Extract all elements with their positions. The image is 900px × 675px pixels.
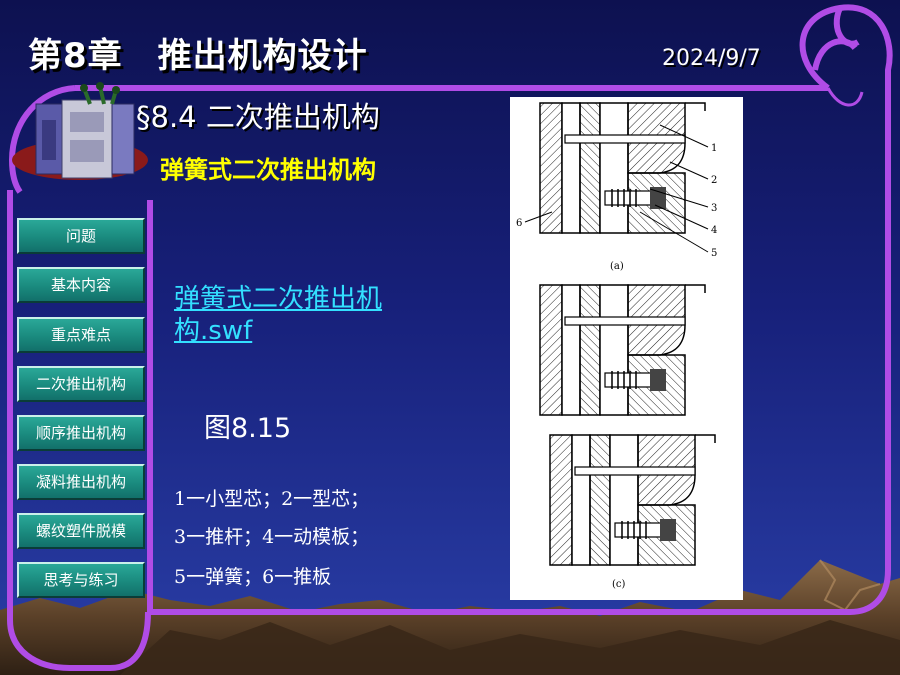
- part-number-5: 5: [711, 248, 717, 259]
- part-number-1: 1: [711, 143, 717, 154]
- mechanism-figure: 1 2 3 4 5 6 (a) (c): [510, 97, 743, 600]
- mechanism-drawing: 1 2 3 4 5 6 (a) (c): [516, 102, 717, 590]
- part-number-4: 4: [711, 225, 717, 236]
- nav-button-thread-demolding[interactable]: 螺纹塑件脱模: [17, 513, 145, 549]
- panel-label-c: (c): [612, 579, 626, 590]
- nav-button-secondary-ejection[interactable]: 二次推出机构: [17, 366, 145, 402]
- legend-line-3: 5一弹簧；6一推板: [174, 566, 332, 588]
- subsection-title: 弹簧式二次推出机构: [160, 156, 376, 184]
- panel-label-a: (a): [610, 261, 624, 272]
- mold-illustration: [12, 82, 148, 180]
- nav-button-sequential-ejection[interactable]: 顺序推出机构: [17, 415, 145, 451]
- nav-button-key-points[interactable]: 重点难点: [17, 317, 145, 353]
- section-title: §8.4 二次推出机构: [136, 100, 380, 134]
- nav-button-questions[interactable]: 问题: [17, 218, 145, 254]
- legend-line-1: 1一小型芯；2一型芯；: [174, 488, 370, 510]
- part-number-2: 2: [711, 175, 717, 186]
- nav-button-basic-content[interactable]: 基本内容: [17, 267, 145, 303]
- swf-animation-link[interactable]: 弹簧式二次推出机构.swf: [174, 284, 383, 346]
- slide-date: 2024/9/7: [662, 46, 761, 71]
- legend-line-2: 3一推杆；4一动模板；: [174, 526, 370, 548]
- part-number-6: 6: [516, 218, 522, 229]
- nav-button-exercises[interactable]: 思考与练习: [17, 562, 145, 598]
- figure-label: 图8.15: [204, 413, 292, 444]
- chapter-title: 第8章 推出机构设计: [28, 36, 368, 76]
- nav-button-runner-ejection[interactable]: 凝料推出机构: [17, 464, 145, 500]
- part-number-3: 3: [711, 203, 717, 214]
